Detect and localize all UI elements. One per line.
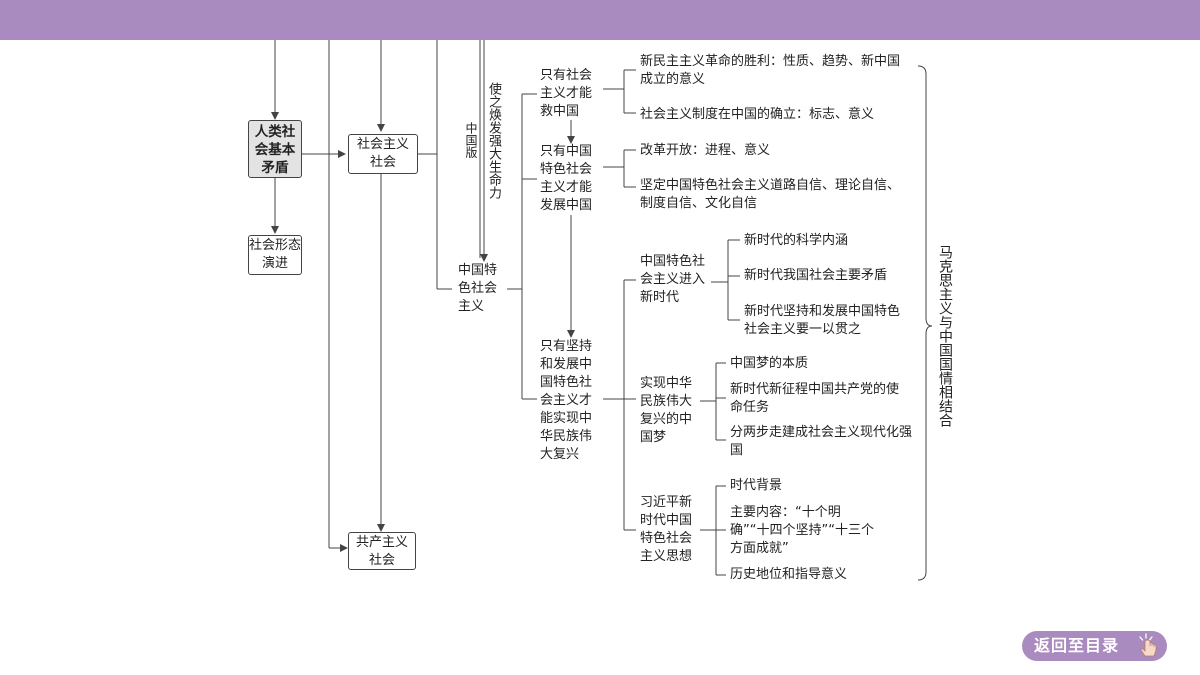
sub-2-detail-2: 新时代新征程中国共产党的使命任务	[730, 381, 900, 417]
sub-3-detail-2-text: 主要内容：“十个明确”“十四个坚持”“十三个方面成就”	[730, 505, 874, 556]
back-to-contents-label: 返回至目录	[1034, 636, 1120, 655]
detail-2-1: 改革开放：进程、意义	[640, 142, 770, 160]
sub-2-detail-2-text: 新时代新征程中国共产党的使命任务	[730, 382, 900, 415]
detail-2-2-text: 坚定中国特色社会主义道路自信、理论自信、制度自信、文化自信	[640, 178, 901, 211]
middle-item-2: 只有中国特色社会主义才能发展中国	[540, 143, 602, 215]
middle-item-2-label: 只有中国特色社会主义才能发展中国	[540, 144, 593, 213]
sub-1-detail-1-text: 新时代的科学内涵	[744, 233, 849, 248]
middle-item-3-label: 只有坚持和发展中国特色社会主义才能实现中华民族伟大复兴	[540, 339, 593, 462]
label-socialism-cc-text: 中国特色社会主义	[458, 263, 498, 314]
label-marxism-china-combination: 马克思主义与中国国情相结合	[937, 245, 953, 427]
sub-2-detail-3: 分两步走建成社会主义现代化强国	[730, 424, 914, 460]
box-communist-society-label: 共产主义社会	[355, 535, 408, 568]
label-revitalize: 使之焕发强大生命力	[486, 82, 501, 199]
sub-3-detail-1-text: 时代背景	[730, 478, 783, 493]
sub-item-3: 习近平新时代中国特色社会主义思想	[640, 494, 698, 566]
box-social-form-evolution: 社会形态演进	[248, 235, 302, 275]
back-to-contents-button[interactable]: 返回至目录	[1022, 631, 1167, 661]
sub-2-detail-1: 中国梦的本质	[730, 355, 808, 373]
pointer-hand-icon	[1139, 633, 1157, 657]
detail-2-1-text: 改革开放：进程、意义	[640, 143, 771, 158]
box-social-form-label: 社会形态演进	[249, 238, 302, 271]
label-socialism-chinese-characteristics: 中国特色社会主义	[458, 262, 504, 316]
root-box-basic-contradiction: 人类社会基本矛盾	[248, 120, 302, 178]
sub-item-1-label: 中国特色社会主义进入新时代	[640, 254, 706, 305]
box-socialist-society: 社会主义社会	[348, 134, 418, 174]
sub-item-1: 中国特色社会主义进入新时代	[640, 253, 710, 307]
sub-1-detail-2: 新时代我国社会主要矛盾	[744, 267, 887, 285]
sub-item-2: 实现中华民族伟大复兴的中国梦	[640, 375, 698, 447]
sub-item-2-label: 实现中华民族伟大复兴的中国梦	[640, 376, 693, 445]
root-box-label: 人类社会基本矛盾	[254, 124, 296, 176]
middle-item-1-label: 只有社会主义才能救中国	[540, 68, 593, 119]
sub-3-detail-1: 时代背景	[730, 477, 782, 495]
sub-1-detail-3: 新时代坚持和发展中国特色社会主义要一以贯之	[744, 303, 900, 339]
detail-1-1-text: 新民主主义革命的胜利：性质、趋势、新中国成立的意义	[640, 54, 901, 87]
detail-1-2-text: 社会主义制度在中国的确立：标志、意义	[640, 107, 875, 122]
label-china-version: 中国版	[464, 122, 478, 158]
header-bar	[0, 0, 1200, 40]
box-communist-society: 共产主义社会	[348, 532, 416, 570]
box-socialist-society-label: 社会主义社会	[356, 137, 409, 170]
sub-2-detail-1-text: 中国梦的本质	[730, 356, 809, 371]
detail-2-2: 坚定中国特色社会主义道路自信、理论自信、制度自信、文化自信	[640, 177, 900, 213]
detail-1-2: 社会主义制度在中国的确立：标志、意义	[640, 106, 874, 124]
sub-1-detail-2-text: 新时代我国社会主要矛盾	[744, 268, 888, 283]
sub-3-detail-3: 历史地位和指导意义	[730, 566, 847, 584]
detail-1-1: 新民主主义革命的胜利：性质、趋势、新中国成立的意义	[640, 53, 900, 89]
sub-1-detail-3-text: 新时代坚持和发展中国特色社会主义要一以贯之	[744, 304, 901, 337]
sub-1-detail-1: 新时代的科学内涵	[744, 232, 848, 250]
middle-item-1: 只有社会主义才能救中国	[540, 67, 602, 121]
sub-3-detail-3-text: 历史地位和指导意义	[730, 567, 848, 582]
sub-item-3-label: 习近平新时代中国特色社会主义思想	[640, 495, 693, 564]
middle-item-3: 只有坚持和发展中国特色社会主义才能实现中华民族伟大复兴	[540, 338, 602, 464]
sub-2-detail-3-text: 分两步走建成社会主义现代化强国	[730, 425, 913, 458]
sub-3-detail-2: 主要内容：“十个明确”“十四个坚持”“十三个方面成就”	[730, 504, 880, 558]
